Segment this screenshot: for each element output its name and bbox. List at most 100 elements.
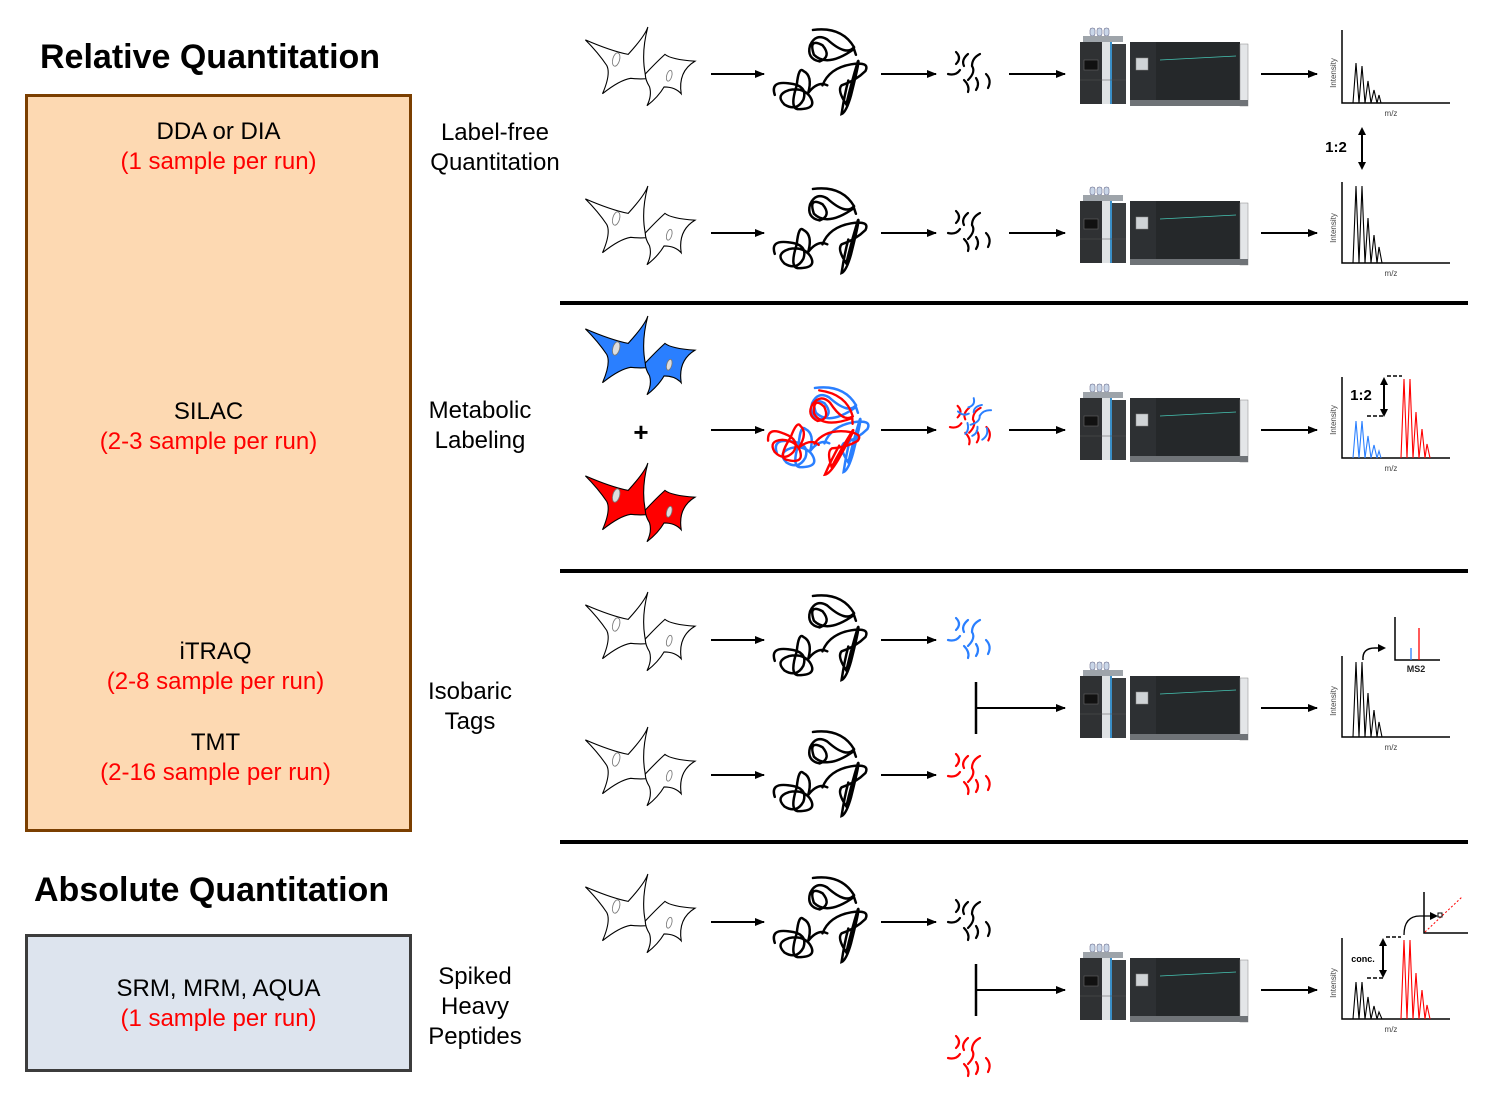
ms-spectrum-silac: 1:2 Intensity m/z [1329, 375, 1450, 473]
peptides-icon [948, 52, 990, 92]
row-label-metabolic: Metabolic Labeling [415, 396, 545, 456]
y-axis-label: Intensity [1329, 968, 1338, 998]
spectrum-peaks [1352, 661, 1383, 738]
x-axis-label: m/z [1385, 109, 1398, 118]
method-name: DDA or DIA [156, 118, 281, 145]
cells-icon [584, 185, 696, 266]
spectrum-axes [1341, 182, 1450, 264]
peptides-icon [948, 211, 990, 251]
proteins-icon [773, 595, 867, 680]
fragment-arrow-icon [1362, 644, 1386, 661]
label-free-workflow-bottom [584, 185, 1318, 273]
spectrum-axes [1341, 938, 1450, 1020]
calibration-line [1424, 896, 1463, 933]
lc-ms-instrument-icon [1079, 186, 1249, 266]
row-label-isobaric: Isobaric Tags [410, 677, 530, 737]
y-axis-label: Intensity [1329, 58, 1338, 88]
cells-icon [584, 591, 696, 672]
heavy-peaks [1400, 378, 1431, 459]
lc-ms-instrument-icon [1079, 383, 1249, 463]
ms2-label: MS2 [1407, 664, 1426, 674]
row-label-line: Quantitation [430, 149, 560, 176]
y-axis-label: Intensity [1329, 686, 1338, 716]
light-peptides-icon [949, 394, 1000, 444]
proteins-icon [773, 731, 867, 816]
row-label-line: Label-free [440, 119, 550, 146]
spiked-heavy-peptides-workflow [584, 873, 1318, 1076]
relative-quantitation-heading: Relative Quantitation [40, 38, 381, 76]
method-silac: SILAC (2-3 sample per run) [18, 397, 399, 457]
spiked-heavy-peaks [1400, 939, 1431, 1020]
proteins-icon [773, 29, 867, 114]
method-name: iTRAQ [179, 638, 252, 665]
calibration-point [1437, 912, 1443, 918]
ratio-label: 1:2 [1325, 139, 1347, 156]
ms-spectrum-label-free-1: Intensity m/z [1329, 30, 1450, 118]
sample-peptides-icon [948, 900, 990, 940]
row-label-spiked: Spiked Heavy Peptides [415, 962, 535, 1052]
light-cells-icon [584, 315, 696, 396]
absolute-quantitation-heading: Absolute Quantitation [34, 871, 390, 909]
spectrum-peaks [1352, 185, 1383, 264]
conc-label: conc. [1351, 954, 1375, 964]
method-tmt: TMT (2-16 sample per run) [25, 728, 406, 788]
light-peaks [1352, 420, 1382, 459]
spectrum-axes [1341, 656, 1450, 738]
method-dda-dia: DDA or DIA (1 sample per run) [28, 117, 409, 177]
row-label-label-free: Label-free Quantitation [422, 118, 568, 178]
method-itraq: iTRAQ (2-8 sample per run) [25, 637, 406, 697]
relative-methods-box: DDA or DIA (1 sample per run) SILAC (2-3… [25, 94, 412, 832]
spiked-heavy-peptides-icon [948, 1036, 990, 1076]
lc-ms-instrument-icon [1079, 661, 1249, 741]
spectrum-axes [1341, 377, 1450, 459]
method-samples: (2-8 sample per run) [106, 668, 325, 695]
plus-icon: + [633, 417, 648, 447]
lc-ms-instrument-icon [1079, 27, 1249, 107]
cells-icon [584, 726, 696, 807]
isobaric-tags-workflow [584, 591, 1318, 816]
x-axis-label: m/z [1385, 743, 1398, 752]
absolute-methods-box: SRM, MRM, AQUA (1 sample per run) [25, 934, 412, 1072]
lc-ms-instrument-icon [1079, 943, 1249, 1023]
method-samples: (1 sample per run) [120, 148, 317, 175]
ratio-label: 1:2 [1350, 387, 1372, 404]
calibration-axes [1423, 892, 1468, 934]
row-label-line: Peptides [428, 1023, 522, 1050]
method-name: SILAC [173, 398, 244, 425]
ms-spectrum-label-free-2: Intensity m/z [1329, 182, 1450, 278]
row-label-line: Isobaric [427, 678, 513, 705]
x-axis-label: m/z [1385, 1025, 1398, 1034]
y-axis-label: Intensity [1329, 405, 1338, 435]
y-axis-label: Intensity [1329, 213, 1338, 243]
proteins-icon [773, 188, 867, 273]
ms2-inset-axes [1394, 617, 1440, 661]
method-name: SRM, MRM, AQUA [116, 975, 321, 1002]
cells-icon [584, 873, 696, 954]
method-samples: (1 sample per run) [120, 1005, 317, 1032]
method-samples: (2-16 sample per run) [100, 759, 331, 786]
ms-spectrum-isobaric: MS2 Intensity m/z [1329, 617, 1450, 752]
method-samples: (2-3 sample per run) [99, 428, 318, 455]
heavy-cells-icon [584, 462, 696, 543]
x-axis-label: m/z [1385, 464, 1398, 473]
spectrum-peaks [1352, 62, 1382, 104]
row-label-line: Labeling [434, 427, 526, 454]
calibration-arrow-icon [1403, 912, 1438, 936]
cells-icon [584, 26, 696, 107]
row-label-line: Spiked [438, 963, 512, 990]
method-name: TMT [190, 729, 241, 756]
heavy-proteins-icon [762, 380, 869, 481]
row-label-line: Tags [444, 708, 496, 735]
row-label-line: Heavy [440, 993, 510, 1020]
metabolic-labeling-workflow: + [584, 315, 1318, 543]
light-tagged-peptides-icon [948, 618, 990, 658]
x-axis-label: m/z [1385, 269, 1398, 278]
ms-spectrum-absolute: conc. Intensity m/z [1329, 892, 1468, 1034]
proteins-icon [773, 877, 867, 962]
spectrum-axes [1341, 30, 1450, 104]
endogenous-peaks [1352, 981, 1383, 1020]
row-label-line: Metabolic [428, 397, 532, 424]
heavy-tagged-peptides-icon [948, 754, 990, 794]
light-proteins-icon [775, 387, 869, 472]
